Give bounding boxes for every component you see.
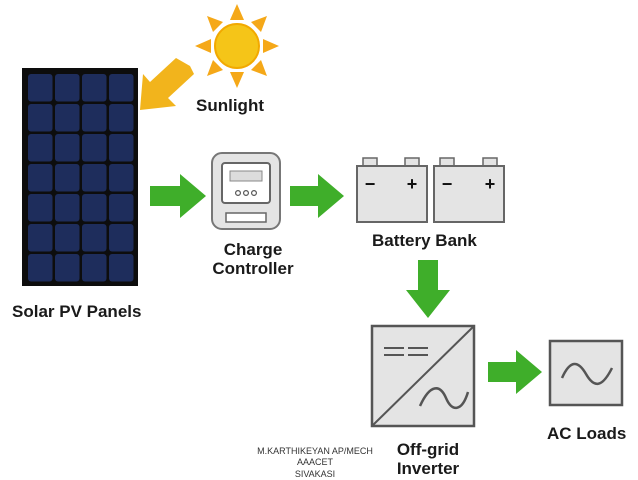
inverter-icon — [370, 324, 476, 428]
charge-controller-label-line1: Charge — [223, 240, 283, 259]
solar-cell — [82, 164, 107, 192]
footer-credit: M.KARTHIKEYAN AP/MECH AAACET SIVAKASI — [240, 446, 390, 480]
solar-cell — [82, 74, 107, 102]
inverter-label-line2: Inverter — [396, 459, 460, 479]
solar-panels-label: Solar PV Panels — [12, 302, 142, 321]
solar-cell — [55, 104, 80, 132]
solar-cell — [28, 134, 53, 162]
solar-cell — [28, 74, 53, 102]
battery-negative-label: − — [442, 174, 453, 194]
solar-cell — [55, 134, 80, 162]
solar-cell — [55, 74, 80, 102]
solar-cell — [55, 224, 80, 252]
sunlight-label: Sunlight — [196, 96, 264, 115]
solar-cell — [55, 194, 80, 222]
battery-bank-label: Battery Bank — [372, 231, 477, 250]
solar-cell — [82, 194, 107, 222]
charge-controller-label: Charge Controller — [198, 240, 308, 278]
solar-cell — [109, 194, 134, 222]
solar-cell — [109, 164, 134, 192]
solar-cell — [28, 104, 53, 132]
solar-cell — [109, 254, 134, 282]
battery-negative-label: − — [365, 174, 376, 194]
solar-cell — [28, 224, 53, 252]
battery-icon: − + — [433, 157, 505, 223]
battery-positive-label: + — [485, 174, 496, 194]
inverter-label-line1: Off-grid — [396, 440, 460, 459]
arrow-icon — [150, 174, 206, 218]
solar-cell — [28, 194, 53, 222]
solar-cell — [82, 134, 107, 162]
sun-icon — [195, 4, 279, 88]
solar-cell — [109, 104, 134, 132]
footer-line2: SIVAKASI — [294, 468, 336, 479]
sunlight-arrow-icon — [140, 58, 194, 110]
battery-positive-label: + — [407, 174, 418, 194]
battery-icon: − + — [356, 157, 428, 223]
footer-line1: M.KARTHIKEYAN AP/MECH AAACET — [257, 446, 373, 468]
solar-cell — [82, 104, 107, 132]
charge-controller-icon — [211, 152, 281, 230]
solar-cell — [82, 254, 107, 282]
solar-cell — [55, 164, 80, 192]
solar-cell — [55, 254, 80, 282]
arrow-icon — [488, 350, 542, 394]
ac-load-icon — [548, 339, 624, 407]
solar-cell — [109, 74, 134, 102]
solar-cell — [109, 134, 134, 162]
arrow-icon — [406, 260, 450, 318]
solar-cell — [28, 254, 53, 282]
arrow-icon — [290, 174, 344, 218]
solar-cell — [82, 224, 107, 252]
inverter-label: Off-grid Inverter — [388, 440, 468, 478]
solar-cell — [109, 224, 134, 252]
solar-cell — [28, 164, 53, 192]
solar-panel-icon — [22, 68, 138, 286]
ac-loads-label: AC Loads — [547, 424, 627, 443]
charge-controller-label-line2: Controller — [212, 259, 294, 279]
